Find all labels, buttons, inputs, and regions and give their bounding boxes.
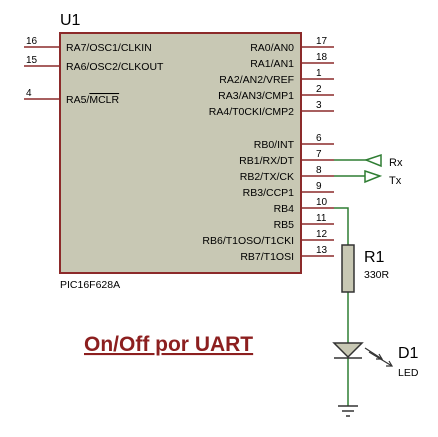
pin-name-12: RB6/T1OSO/T1CKI bbox=[202, 235, 294, 247]
led-type: LED bbox=[398, 367, 419, 379]
resistor-value: 330R bbox=[364, 269, 390, 281]
pin-number-1: 1 bbox=[316, 68, 322, 79]
terminal-tx-arrow bbox=[364, 169, 383, 184]
pin-number-17: 17 bbox=[316, 36, 328, 47]
led-ref: D1 bbox=[398, 345, 419, 362]
pin-name-8: RB2/TX/CK bbox=[240, 171, 294, 183]
pin-name-11: RB5 bbox=[274, 219, 295, 231]
pin-number-12: 12 bbox=[316, 229, 328, 240]
resistor-r1 bbox=[341, 244, 355, 293]
caption-title: On/Off por UART bbox=[84, 333, 253, 356]
pin-number-13: 13 bbox=[316, 245, 328, 256]
led-emit-head-2 bbox=[386, 360, 394, 367]
terminal-rx-arrow bbox=[363, 153, 382, 168]
pin-name-15: RA6/OSC2/CLKOUT bbox=[66, 61, 164, 73]
wires bbox=[334, 153, 383, 406]
pin-number-2: 2 bbox=[316, 84, 322, 95]
chip-body bbox=[59, 32, 302, 274]
pin-number-18: 18 bbox=[316, 52, 328, 63]
pin-name-6: RB0/INT bbox=[254, 139, 295, 151]
pin-name-16: RA7/OSC1/CLKIN bbox=[66, 42, 152, 54]
wire-rb4-r1 bbox=[334, 207, 349, 245]
pin-number-3: 3 bbox=[316, 100, 322, 111]
rx-label: Rx bbox=[389, 157, 403, 169]
pin-name-18: RA1/AN1 bbox=[250, 58, 294, 70]
pin-name-2: RA3/AN3/CMP1 bbox=[218, 90, 294, 102]
led-emit-arrow-2 bbox=[368, 351, 393, 367]
pin-name-3: RA4/T0CKI/CMP2 bbox=[209, 106, 294, 118]
pin-number-9: 9 bbox=[316, 181, 322, 192]
pin-name-10: RB4 bbox=[274, 203, 295, 215]
pin-number-7: 7 bbox=[316, 149, 322, 160]
pin-name-4: RA5/MCLR bbox=[66, 94, 120, 106]
pin-name-13: RB7/T1OSI bbox=[240, 251, 294, 263]
pin-number-8: 8 bbox=[316, 165, 322, 176]
pin-number-6: 6 bbox=[316, 133, 322, 144]
led-d1 bbox=[332, 342, 394, 367]
pin-name-1: RA2/AN2/VREF bbox=[219, 74, 294, 86]
pin-number-4: 4 bbox=[26, 88, 32, 99]
pin-name-9: RB3/CCP1 bbox=[243, 187, 295, 199]
pin-name-17: RA0/AN0 bbox=[250, 42, 294, 54]
ground-symbol bbox=[338, 405, 358, 417]
led-emit-arrow-1 bbox=[364, 347, 383, 360]
pin-number-11: 11 bbox=[316, 213, 327, 224]
led-triangle bbox=[332, 342, 364, 359]
pin-number-16: 16 bbox=[26, 36, 38, 47]
chip-part: PIC16F628A bbox=[60, 279, 120, 291]
chip-pins: 16RA7/OSC1/CLKIN15RA6/OSC2/CLKOUT4RA5/MC… bbox=[24, 36, 334, 263]
pin-number-15: 15 bbox=[26, 55, 38, 66]
led-emit-head-1 bbox=[376, 353, 384, 360]
tx-label: Tx bbox=[389, 175, 402, 187]
pin-name-7: RB1/RX/DT bbox=[239, 155, 294, 167]
pin-number-10: 10 bbox=[316, 197, 328, 208]
chip-ref: U1 bbox=[60, 12, 81, 29]
resistor-ref: R1 bbox=[364, 249, 385, 266]
